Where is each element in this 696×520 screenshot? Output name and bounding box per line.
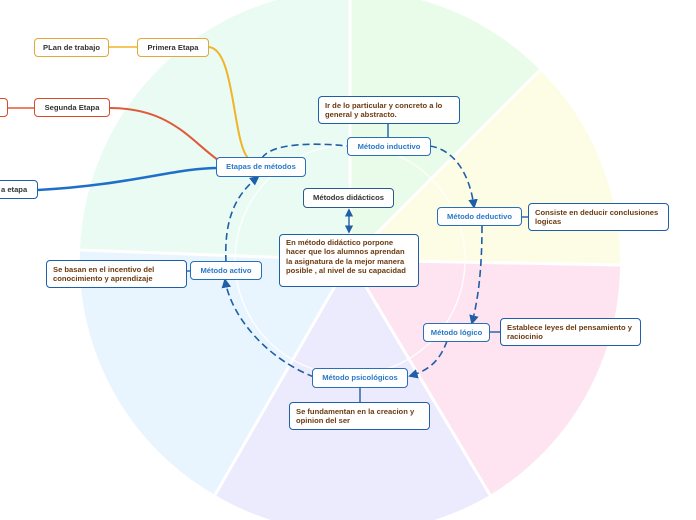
node-tercera-etapa[interactable]: a etapa xyxy=(0,180,38,199)
node-metodo-activo[interactable]: Método activo xyxy=(190,261,262,280)
node-primera-etapa[interactable]: Primera Etapa xyxy=(137,38,209,57)
wedge-green-top xyxy=(350,0,540,260)
node-metodo-inductivo[interactable]: Método inductivo xyxy=(347,137,431,156)
wedge-mint xyxy=(80,0,350,260)
node-deductivo-desc[interactable]: Consiste en deducir conclusiones logicas xyxy=(528,203,669,231)
node-plan-de-trabajo[interactable]: PLan de trabajo xyxy=(34,38,109,57)
node-logico-desc[interactable]: Establece leyes del pensamiento y racioc… xyxy=(500,318,641,346)
node-inductivo-desc[interactable]: Ir de lo particular y concreto a lo gene… xyxy=(318,96,460,124)
node-metodo-deductivo[interactable]: Método deductivo xyxy=(437,207,522,226)
node-metodo-logico[interactable]: Método lógico xyxy=(423,323,490,342)
node-metodo-psicologicos[interactable]: Método psicológicos xyxy=(312,368,408,388)
line-primera xyxy=(207,46,249,159)
line-tercera xyxy=(37,166,219,192)
wedge-lightblue xyxy=(79,250,350,495)
node-center-description[interactable]: En método didáctico porpone hacer que lo… xyxy=(279,234,419,287)
node-etapas-de-metodos[interactable]: Etapas de métodos xyxy=(216,157,306,177)
node-activo-desc[interactable]: Se basan en el incentivo del conocimient… xyxy=(46,260,187,288)
line-segunda xyxy=(109,107,219,161)
node-segunda-etapa[interactable]: Segunda Etapa xyxy=(34,98,110,117)
node-metodos-didacticos[interactable]: Métodos didácticos xyxy=(303,188,394,208)
wedge-lavender xyxy=(215,260,490,520)
node-psicologicos-desc[interactable]: Se fundamentan en la creacion y opinion … xyxy=(289,402,430,430)
node-left-edge-red[interactable] xyxy=(0,98,8,117)
